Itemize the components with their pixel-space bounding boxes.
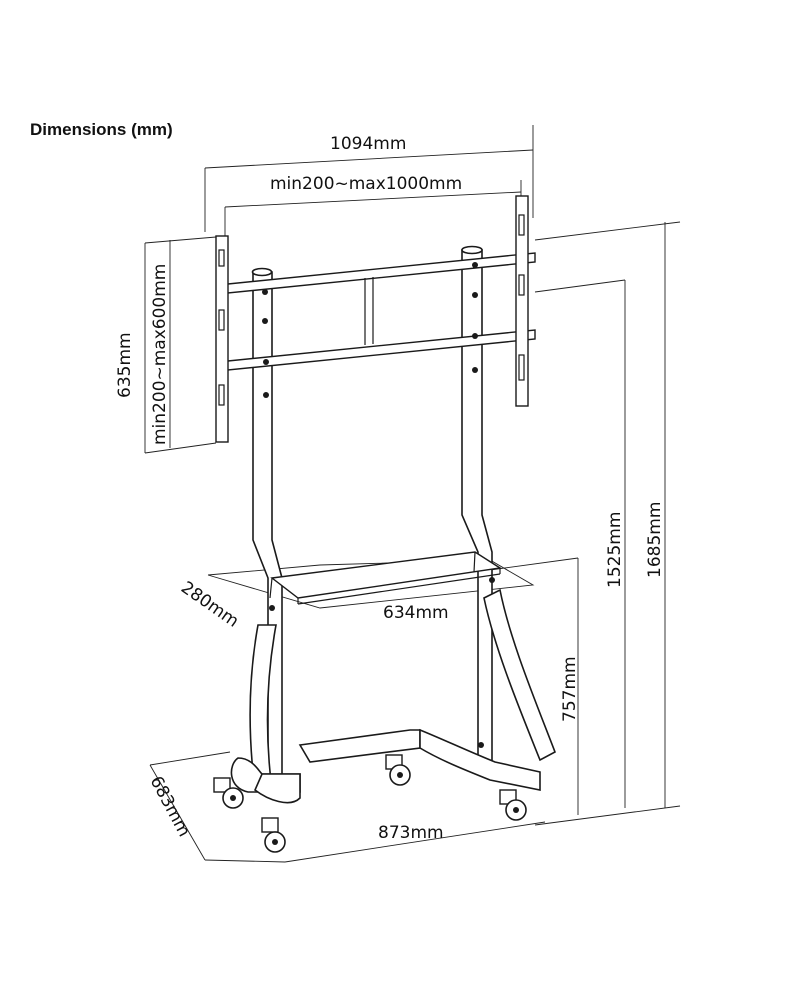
label-vesa-horizontal: min200~max1000mm — [270, 174, 462, 194]
caster-front-right — [499, 789, 527, 821]
label-shelf-depth: 280mm — [177, 578, 242, 632]
diagram-title: Dimensions (mm) — [30, 120, 173, 139]
label-total-height: 1685mm — [645, 502, 665, 578]
label-shelf-width: 634mm — [383, 603, 449, 623]
label-base-depth: 683mm — [146, 773, 194, 840]
label-bracket-height: 635mm — [115, 332, 135, 398]
label-overall-width: 1094mm — [330, 134, 406, 154]
label-vesa-vertical: min200~max600mm — [150, 264, 170, 445]
caster-front-left — [261, 817, 286, 853]
caster-back-left — [213, 777, 244, 809]
label-shelf-height: 757mm — [560, 656, 580, 722]
dimension-lines — [144, 125, 681, 863]
caster-back-center — [385, 754, 411, 786]
label-base-width: 873mm — [378, 823, 444, 843]
stand-structure — [213, 195, 557, 853]
label-max-mount-height: 1525mm — [605, 512, 625, 588]
